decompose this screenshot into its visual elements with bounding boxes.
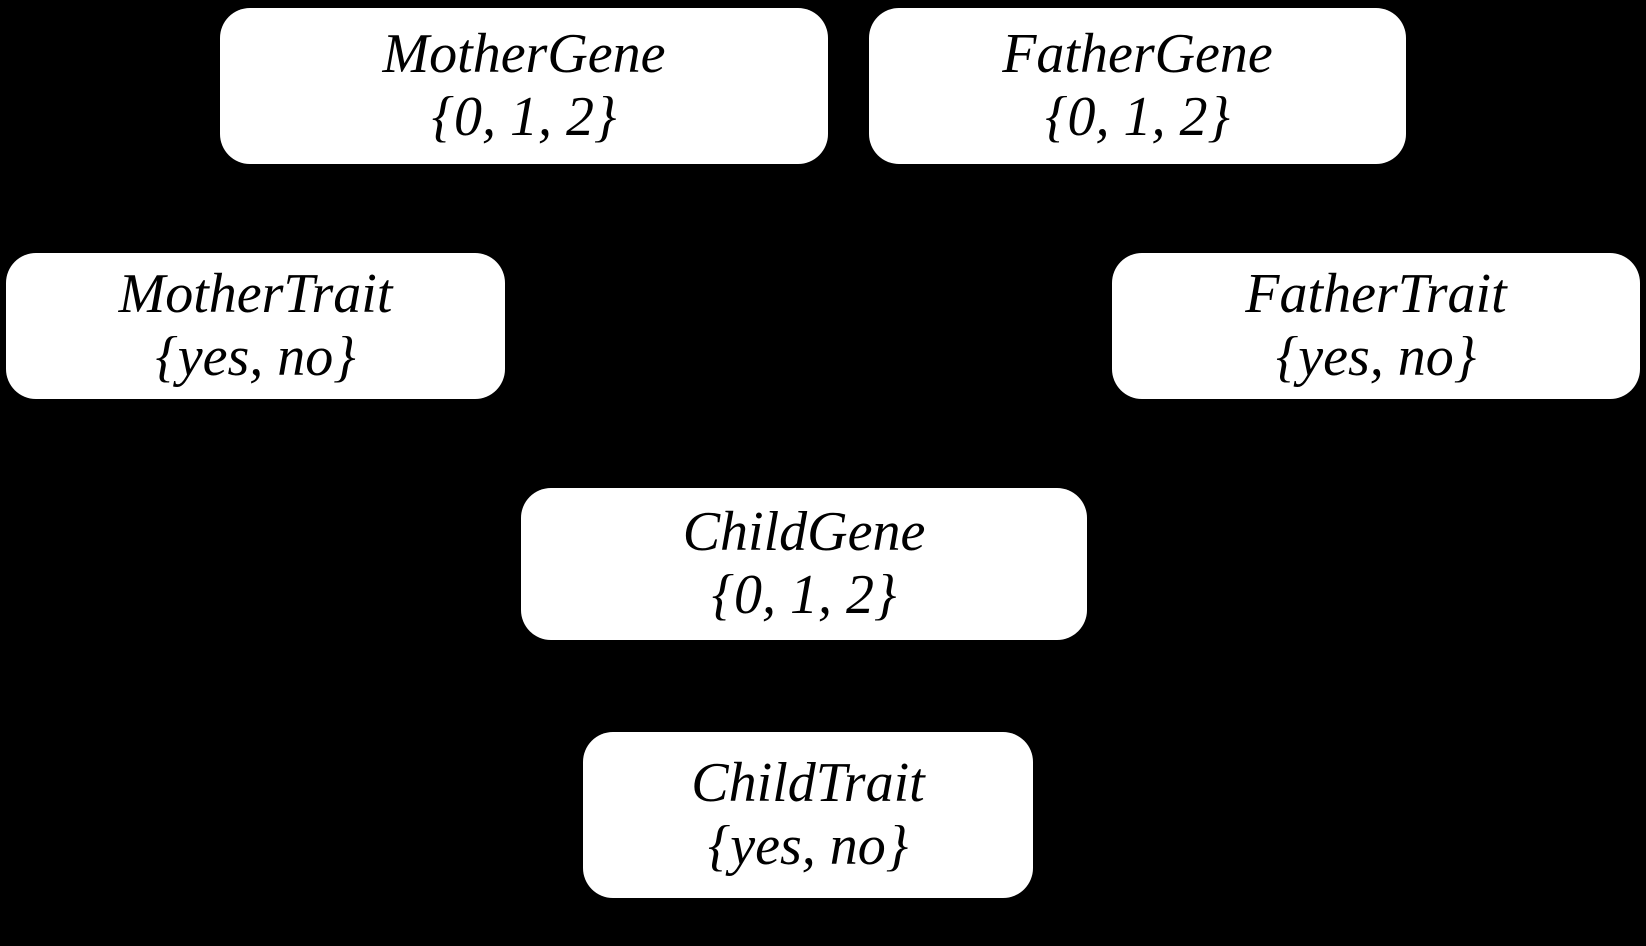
node-child-gene[interactable]: ChildGene {0, 1, 2} xyxy=(521,488,1087,640)
node-child-trait[interactable]: ChildTrait {yes, no} xyxy=(583,732,1033,898)
node-mother-trait-domain: {yes, no} xyxy=(155,326,356,388)
node-mother-gene-title: MotherGene xyxy=(382,23,666,86)
node-child-trait-domain: {yes, no} xyxy=(707,815,909,877)
node-father-trait-domain: {yes, no} xyxy=(1275,326,1477,388)
node-father-gene[interactable]: FatherGene {0, 1, 2} xyxy=(869,8,1406,164)
node-mother-trait[interactable]: MotherTrait {yes, no} xyxy=(6,253,505,399)
node-mother-gene[interactable]: MotherGene {0, 1, 2} xyxy=(220,8,828,164)
node-father-gene-title: FatherGene xyxy=(1002,23,1273,86)
node-mother-trait-title: MotherTrait xyxy=(118,263,393,326)
node-child-gene-title: ChildGene xyxy=(682,501,926,564)
node-father-trait-title: FatherTrait xyxy=(1245,263,1507,326)
node-father-gene-domain: {0, 1, 2} xyxy=(1045,86,1230,148)
node-child-trait-title: ChildTrait xyxy=(691,752,925,815)
node-father-trait[interactable]: FatherTrait {yes, no} xyxy=(1112,253,1640,399)
node-child-gene-domain: {0, 1, 2} xyxy=(711,564,897,626)
node-mother-gene-domain: {0, 1, 2} xyxy=(431,86,617,148)
